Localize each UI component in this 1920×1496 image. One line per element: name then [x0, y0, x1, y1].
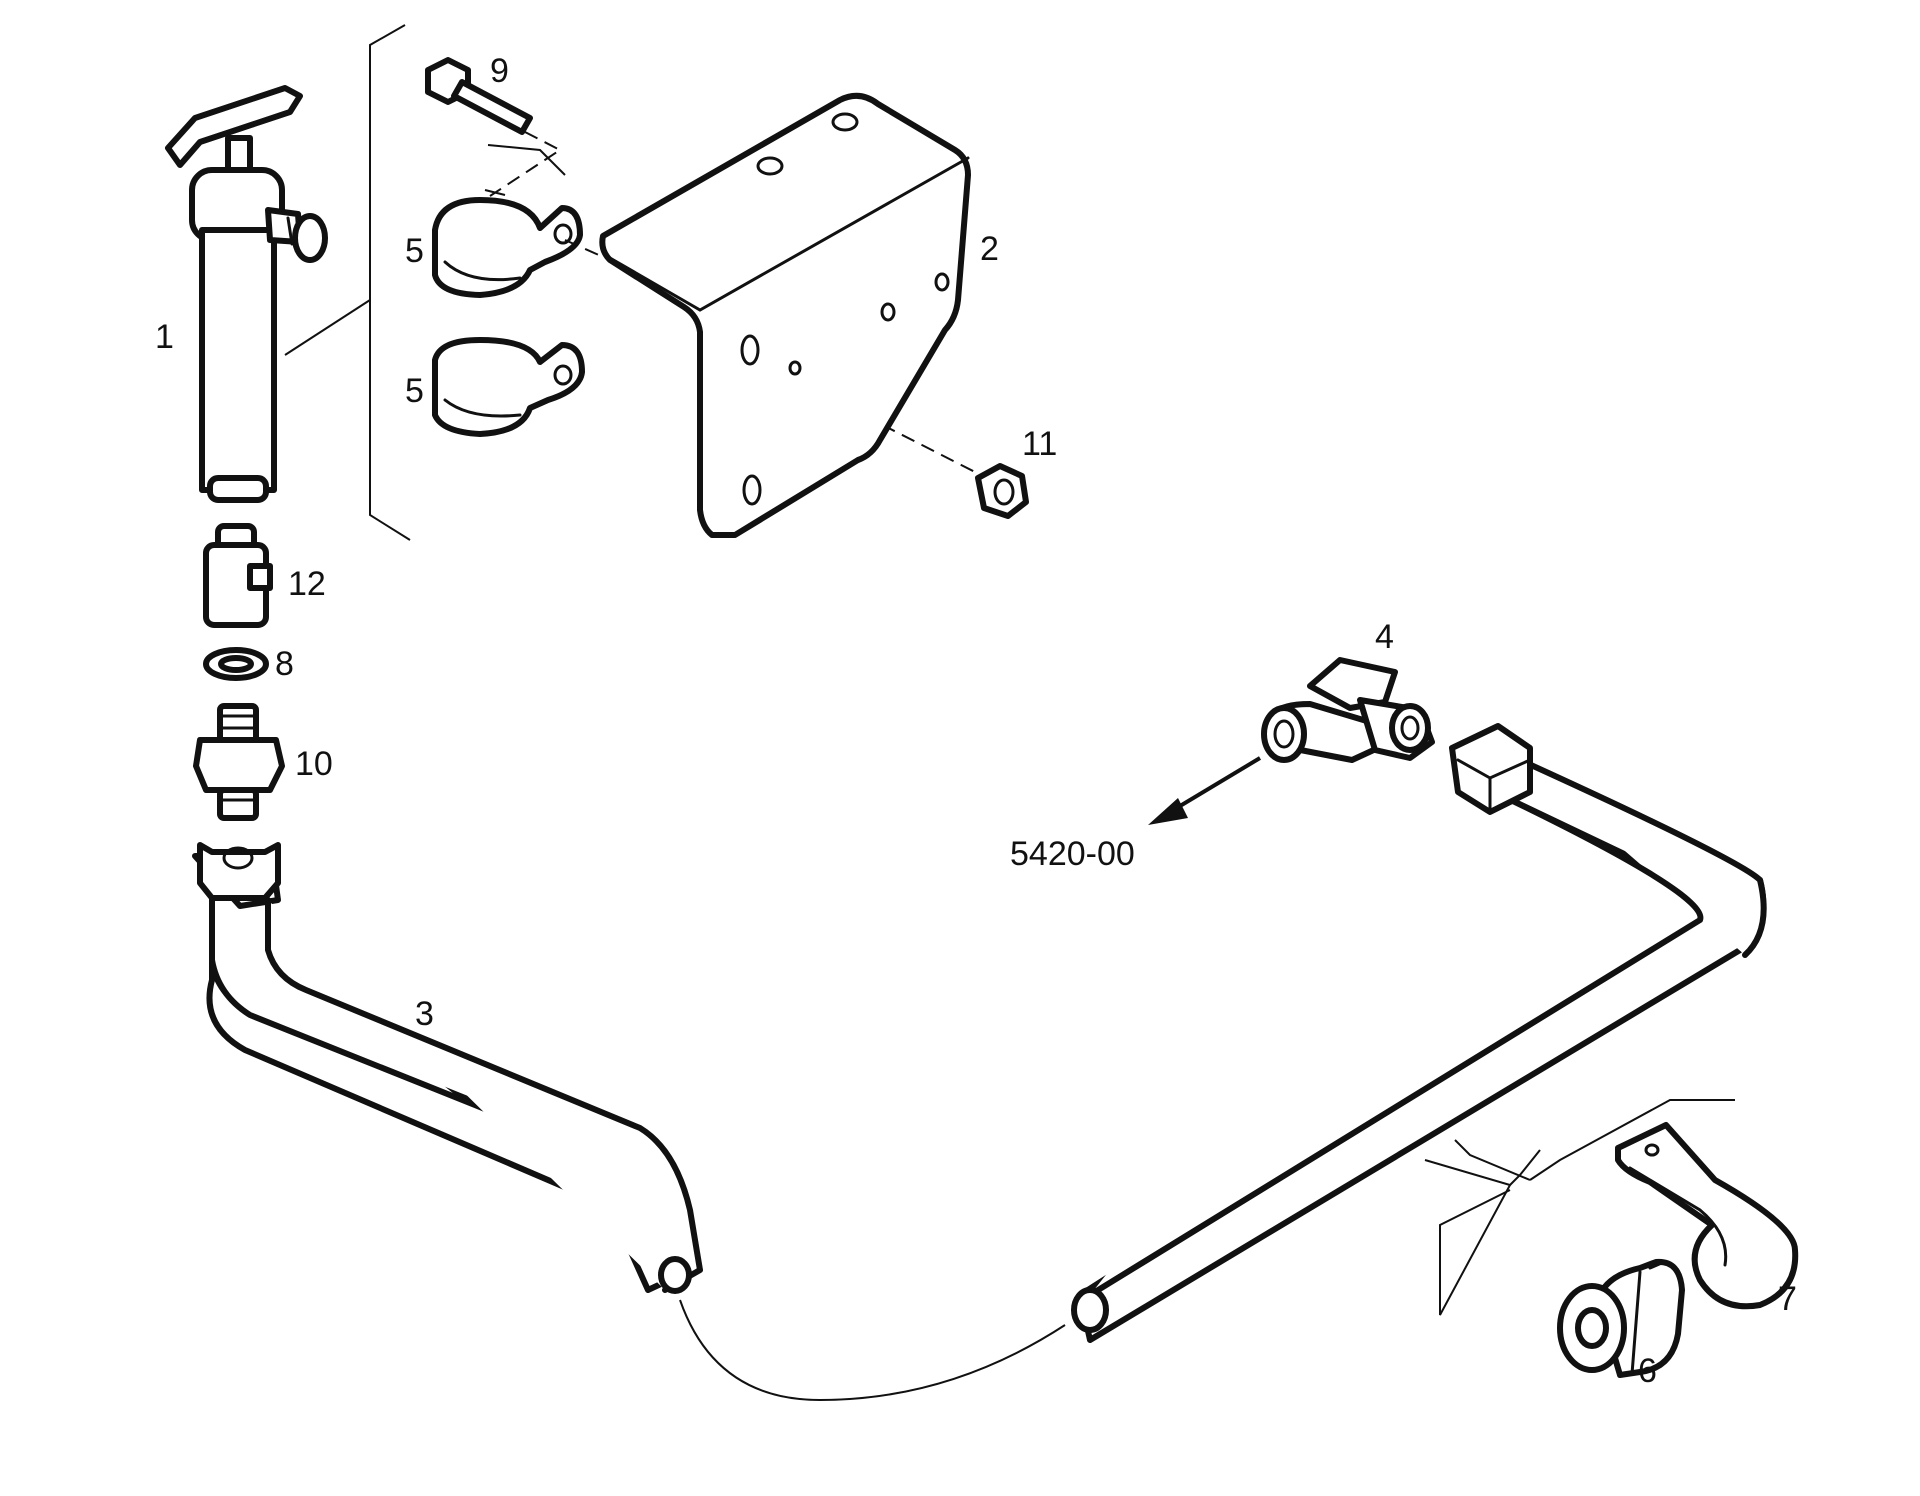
nut-part-11: [975, 463, 1029, 519]
bolt-part-9: [425, 57, 533, 135]
label-part-8: 8: [275, 645, 294, 683]
clamp-part-5-lower: [432, 337, 585, 437]
nipple-part-10: [193, 703, 285, 821]
pipe-part-3: [192, 842, 703, 1294]
hand-pump-part-1: [165, 85, 328, 503]
pipe-part-3-right: [1071, 723, 1767, 1343]
elbow-fitting-part-4: [1261, 657, 1435, 763]
label-part-3: 3: [415, 995, 434, 1033]
label-part-2: 2: [980, 230, 999, 268]
label-part-11: 11: [1022, 425, 1057, 463]
label-part-5-lower: 5: [405, 372, 424, 410]
dash-bolt-to-clamp: [489, 131, 562, 197]
group-bracket-top: [284, 24, 566, 541]
label-part-4: 4: [1375, 618, 1394, 656]
label-part-1: 1: [155, 318, 174, 356]
group-bracket-bottom: [1424, 1099, 1735, 1316]
clamp-part-5-upper: [432, 197, 583, 298]
p-clamp-part-7: [1615, 1122, 1799, 1310]
label-reference-5420-00: 5420-00: [1010, 835, 1135, 873]
label-part-7: 7: [1778, 1280, 1797, 1318]
reference-arrow: [1148, 756, 1262, 825]
adapter-part-12: [203, 523, 273, 628]
washer-part-8: [203, 647, 269, 681]
bushing-part-6: [1557, 1258, 1685, 1378]
bracket-part-2: [599, 92, 971, 538]
label-part-5-upper: 5: [405, 232, 424, 270]
label-part-6: 6: [1638, 1352, 1657, 1390]
label-part-9: 9: [490, 52, 509, 90]
label-part-12: 12: [288, 565, 326, 603]
pipe-continuation-line: [679, 1299, 1066, 1402]
label-part-10: 10: [295, 745, 333, 783]
